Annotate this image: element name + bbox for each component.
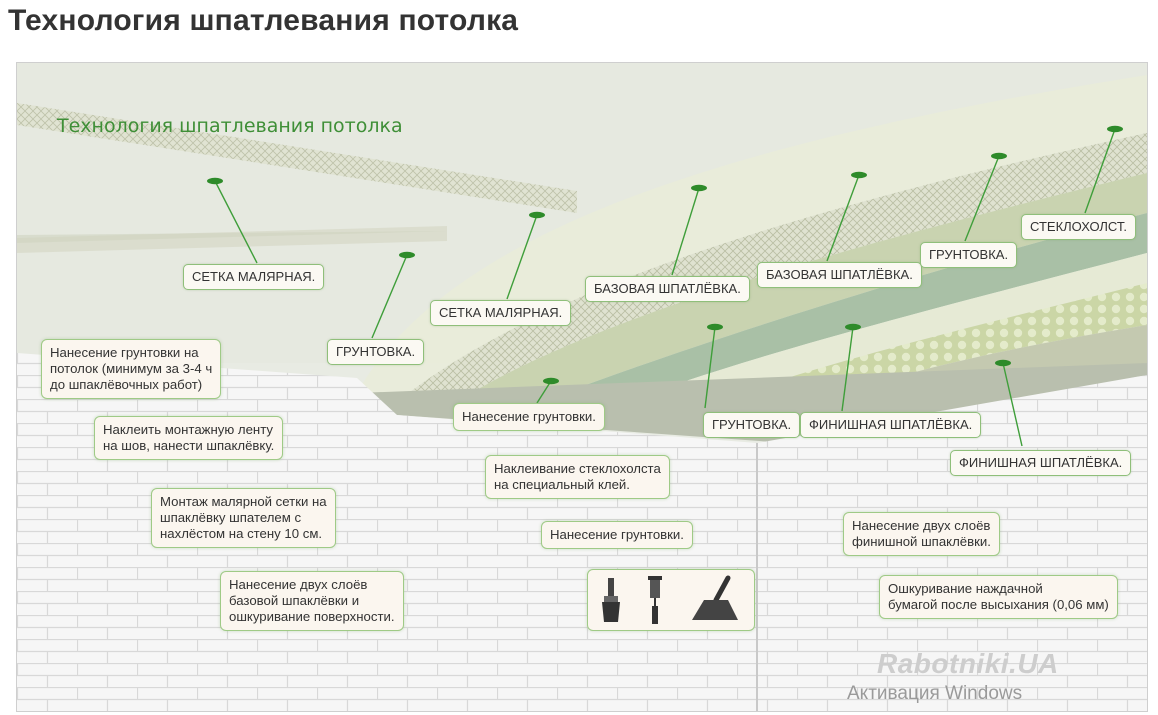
label-primer-2: ГРУНТОВКА. bbox=[920, 242, 1018, 268]
label-mesh-1: СЕТКА МАЛЯРНАЯ. bbox=[183, 264, 325, 290]
spatula-icon bbox=[692, 575, 738, 620]
label-primer-3: ГРУНТОВКА. bbox=[703, 412, 801, 438]
leader-lines bbox=[214, 128, 1116, 447]
inner-title: Технология шпатлевания потолка bbox=[57, 115, 403, 137]
page-title: Технология шпатлевания потолка bbox=[8, 4, 519, 37]
label-primer-1: ГРУНТОВКА. bbox=[327, 339, 425, 365]
note-mesh: Монтаж малярной сетки на шпаклёвку шпате… bbox=[151, 488, 336, 548]
diagram-figure: Технология шпатлевания потолка СЕТКА МАЛ… bbox=[16, 62, 1148, 712]
note-primer-b: Нанесение грунтовки. bbox=[541, 521, 693, 549]
note-fiberglass-glue: Наклеивание стеклохолста на специальный … bbox=[485, 455, 670, 499]
note-finish-two: Нанесение двух слоёв финишной шпаклёвки. bbox=[843, 512, 1000, 556]
brush-icon bbox=[602, 578, 620, 622]
roller-icon bbox=[648, 576, 662, 624]
label-finish-2: ФИНИШНАЯ ШПАТЛЁВКА. bbox=[950, 450, 1132, 476]
label-finish-1: ФИНИШНАЯ ШПАТЛЁВКА. bbox=[800, 412, 982, 438]
label-mesh-2: СЕТКА МАЛЯРНАЯ. bbox=[430, 300, 572, 326]
note-primer-a: Нанесение грунтовки. bbox=[453, 403, 605, 431]
windows-activation-text: Активация Windows bbox=[847, 683, 1023, 704]
seam-band bbox=[17, 231, 447, 243]
label-base-1: БАЗОВАЯ ШПАТЛЁВКА. bbox=[585, 276, 750, 302]
watermark: Rabotniki.UA bbox=[877, 648, 1059, 679]
primer-band bbox=[357, 75, 1147, 398]
base-putty-band bbox=[447, 173, 1147, 415]
note-sanding: Ошкуривание наждачной бумагой после высы… bbox=[879, 575, 1118, 619]
anchor-dots bbox=[207, 125, 1123, 385]
note-base-two: Нанесение двух слоёв базовой шпаклёвки и… bbox=[220, 571, 404, 631]
seam-band bbox=[17, 103, 577, 213]
tools-box bbox=[587, 569, 755, 631]
note-primer-ceiling: Нанесение грунтовки на потолок (минимум … bbox=[41, 339, 222, 399]
note-tape: Наклеить монтажную ленту на шов, нанести… bbox=[94, 416, 284, 460]
label-fiberglass: СТЕКЛОХОЛСТ. bbox=[1021, 214, 1137, 240]
label-base-2: БАЗОВАЯ ШПАТЛЁВКА. bbox=[757, 262, 922, 288]
